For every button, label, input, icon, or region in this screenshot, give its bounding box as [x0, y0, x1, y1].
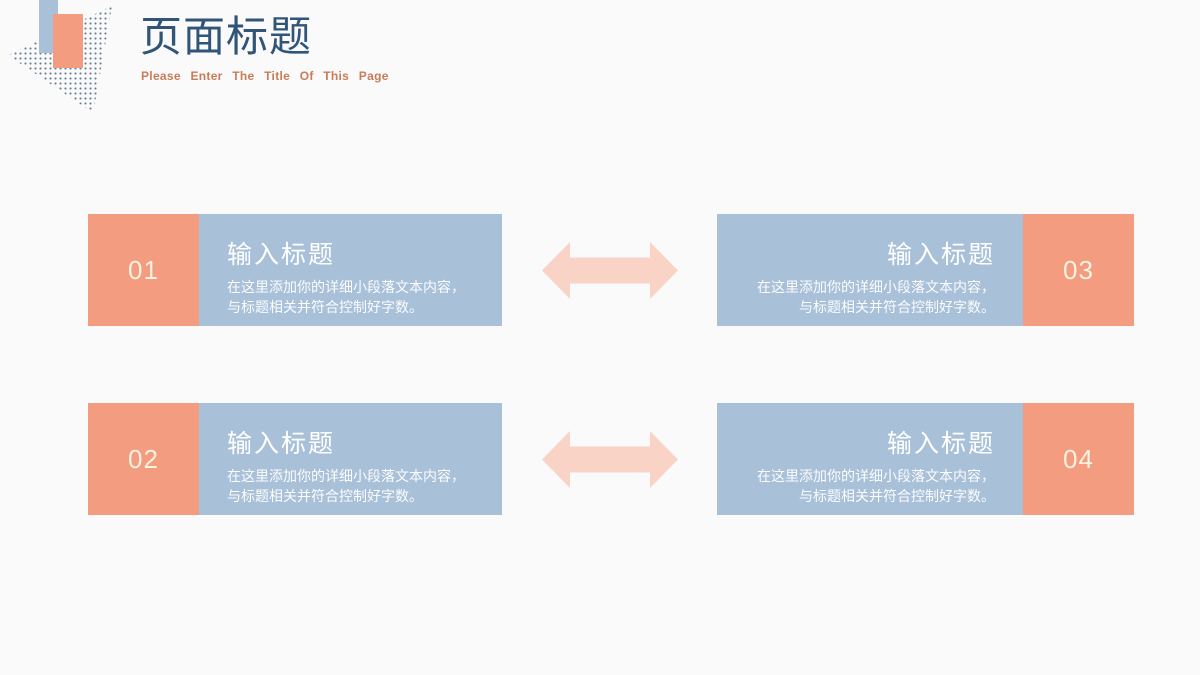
card-title[interactable]: 输入标题	[886, 241, 995, 269]
card-desc-line2: 与标题相关并符合控制好字数。	[799, 298, 995, 315]
card-content: 输入标题 在这里添加你的详细小段落文本内容， 与标题相关并符合控制好字数。	[717, 403, 1023, 515]
card-description[interactable]: 在这里添加你的详细小段落文本内容， 与标题相关并符合控制好字数。	[227, 467, 474, 506]
card-04[interactable]: 输入标题 在这里添加你的详细小段落文本内容， 与标题相关并符合控制好字数。 04	[717, 403, 1134, 515]
decor-salmon-rectangle	[53, 14, 83, 68]
card-title[interactable]: 输入标题	[227, 430, 336, 458]
card-desc-line2: 与标题相关并符合控制好字数。	[799, 487, 995, 504]
page-subtitle[interactable]: Please Enter The Title Of This Page	[141, 69, 389, 83]
card-title[interactable]: 输入标题	[886, 430, 995, 458]
card-content: 输入标题 在这里添加你的详细小段落文本内容， 与标题相关并符合控制好字数。	[199, 214, 502, 326]
card-content: 输入标题 在这里添加你的详细小段落文本内容， 与标题相关并符合控制好字数。	[717, 214, 1023, 326]
header: 页面标题 Please Enter The Title Of This Page	[140, 12, 389, 83]
double-arrow-icon	[542, 431, 678, 488]
card-description[interactable]: 在这里添加你的详细小段落文本内容， 与标题相关并符合控制好字数。	[745, 467, 995, 506]
card-desc-line2: 与标题相关并符合控制好字数。	[227, 487, 423, 504]
card-content: 输入标题 在这里添加你的详细小段落文本内容， 与标题相关并符合控制好字数。	[199, 403, 502, 515]
double-arrow-icon	[542, 242, 678, 299]
card-01[interactable]: 01 输入标题 在这里添加你的详细小段落文本内容， 与标题相关并符合控制好字数。	[88, 214, 502, 326]
card-desc-line1: 在这里添加你的详细小段落文本内容，	[757, 468, 995, 484]
card-desc-line1: 在这里添加你的详细小段落文本内容，	[757, 279, 995, 295]
card-number-badge: 01	[88, 214, 199, 326]
card-number-badge: 04	[1023, 403, 1134, 515]
card-description[interactable]: 在这里添加你的详细小段落文本内容， 与标题相关并符合控制好字数。	[745, 278, 995, 317]
card-number-badge: 02	[88, 403, 199, 515]
page-title[interactable]: 页面标题	[140, 13, 313, 60]
card-number-badge: 03	[1023, 214, 1134, 326]
card-title[interactable]: 输入标题	[227, 241, 336, 269]
card-description[interactable]: 在这里添加你的详细小段落文本内容， 与标题相关并符合控制好字数。	[227, 278, 474, 317]
card-02[interactable]: 02 输入标题 在这里添加你的详细小段落文本内容， 与标题相关并符合控制好字数。	[88, 403, 502, 515]
card-desc-line2: 与标题相关并符合控制好字数。	[227, 298, 423, 315]
card-desc-line1: 在这里添加你的详细小段落文本内容，	[227, 468, 465, 484]
card-desc-line1: 在这里添加你的详细小段落文本内容，	[227, 279, 465, 295]
card-03[interactable]: 输入标题 在这里添加你的详细小段落文本内容， 与标题相关并符合控制好字数。 03	[717, 214, 1134, 326]
